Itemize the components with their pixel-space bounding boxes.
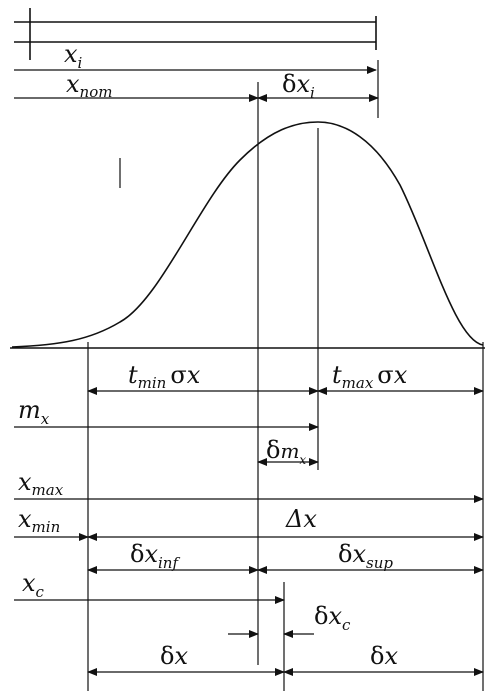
label-delta-xi: δxi [282,70,315,102]
label-x-nom: xnom [66,70,112,101]
label-delta-xc: δxc [314,602,351,634]
dimension-lines [14,66,484,676]
top-reference-bar [14,8,377,60]
normal-distribution-curve [11,121,484,348]
label-delta-x-right: δx [370,642,398,670]
label-x-max: xmax [18,468,64,499]
label-Delta-x: Δx [285,505,317,533]
label-xi: xi [64,40,83,72]
label-delta-x-left: δx [160,642,188,670]
label-xc: xc [22,569,45,601]
label-x-min: xmin [18,505,60,536]
label-delta-x-inf: δxinf [130,540,180,572]
label-delta-x-sup: δxsup [338,540,393,572]
label-mx: mx [18,396,50,428]
label-delta-mx: δmx [266,436,306,467]
